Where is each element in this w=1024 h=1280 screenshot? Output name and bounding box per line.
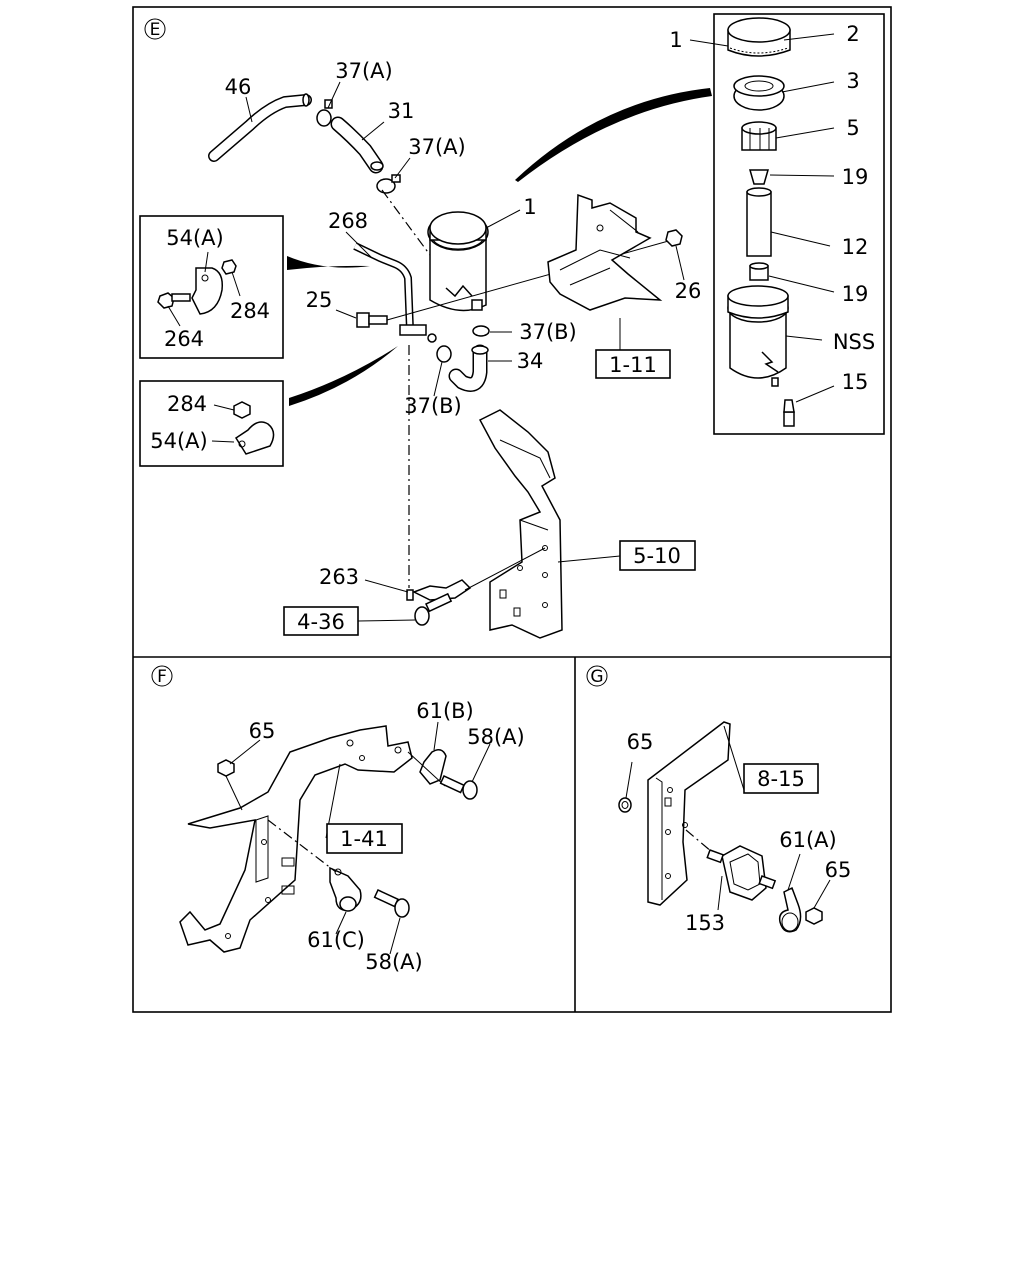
nut-26 xyxy=(665,229,683,247)
label-268: 268 xyxy=(328,209,368,233)
nut-65-g-left xyxy=(618,797,632,813)
label-263: 263 xyxy=(319,565,359,589)
label-61a: 61(A) xyxy=(779,828,836,852)
label-25: 25 xyxy=(306,288,333,312)
clip-61c xyxy=(329,866,362,912)
label-65-g-right: 65 xyxy=(825,858,852,882)
gasket-3 xyxy=(733,75,785,111)
section-e-marker: E xyxy=(144,18,166,40)
label-58a-top: 58(A) xyxy=(467,725,524,749)
exploded-label-19-upper: 19 xyxy=(842,165,869,189)
section-g: G xyxy=(586,665,852,935)
label-37a-top: 37(A) xyxy=(335,59,392,83)
exploded-label-2: 2 xyxy=(846,22,859,46)
bolt-58a-bottom xyxy=(373,889,410,918)
ref-1-41-text: 1-41 xyxy=(340,827,388,851)
plug-19-upper xyxy=(749,169,769,185)
clip-263 xyxy=(406,579,472,601)
bracket-1-11 xyxy=(547,193,663,311)
ref-box-1-11: 1-11 xyxy=(595,349,671,379)
nut-65-g-right xyxy=(805,907,823,925)
section-f-letter: F xyxy=(157,667,167,687)
exploded-label-1: 1 xyxy=(669,28,682,52)
ref-box-5-10: 5-10 xyxy=(619,540,696,571)
clip-61a xyxy=(778,886,802,933)
section-e: E xyxy=(139,13,885,639)
exploded-label-nss: NSS xyxy=(833,330,875,354)
inset-b-label-284: 284 xyxy=(167,392,207,416)
section-e-leaders xyxy=(245,81,685,622)
ref-5-10-text: 5-10 xyxy=(633,544,681,568)
inset-a-label-264: 264 xyxy=(164,327,204,351)
leader-swoosh-exploded xyxy=(515,88,712,182)
exploded-label-15: 15 xyxy=(842,370,869,394)
label-65-g-left: 65 xyxy=(627,730,654,754)
inset-a-label-284: 284 xyxy=(230,299,270,323)
exploded-label-5: 5 xyxy=(846,116,859,140)
mount-153 xyxy=(706,845,777,901)
label-58a-bottom: 58(A) xyxy=(365,950,422,974)
label-153: 153 xyxy=(685,911,725,935)
ref-4-36-text: 4-36 xyxy=(297,610,345,634)
label-61c: 61(C) xyxy=(307,928,365,952)
label-37a-mid: 37(A) xyxy=(408,135,465,159)
connector-15 xyxy=(783,399,795,427)
inset-a-label-54a: 54(A) xyxy=(166,226,223,250)
leader-swoosh-inset-b xyxy=(289,346,398,406)
exploded-label-12: 12 xyxy=(842,235,869,259)
section-f-marker: F xyxy=(151,665,173,687)
section-e-letter: E xyxy=(150,20,161,40)
exploded-view-reservoir: 1 2 3 5 19 12 19 NSS 15 xyxy=(669,13,885,435)
section-g-letter: G xyxy=(590,667,603,687)
section-f: F xyxy=(151,665,525,974)
label-37b-left: 37(B) xyxy=(404,394,462,418)
plug-19-lower xyxy=(749,262,769,281)
section-g-marker: G xyxy=(586,665,608,687)
exploded-label-19-lower: 19 xyxy=(842,282,869,306)
ref-box-1-41: 1-41 xyxy=(326,823,403,854)
pipe-268 xyxy=(353,242,437,343)
bracket-8-15 xyxy=(647,721,731,906)
inset-clip-b: 284 54(A) xyxy=(139,380,284,467)
seal-37b-right xyxy=(472,325,490,337)
inset-clip-a: 54(A) 284 264 xyxy=(139,215,284,359)
cap-2 xyxy=(727,17,791,57)
strainer-5 xyxy=(741,121,777,151)
tank-nss xyxy=(727,285,789,387)
label-46: 46 xyxy=(225,75,252,99)
leader-swoosh-inset-a xyxy=(287,256,370,270)
ref-1-11-text: 1-11 xyxy=(609,353,657,377)
bracket-5-10 xyxy=(478,409,563,639)
seal-37b-left xyxy=(436,345,452,363)
inset-b-label-54a: 54(A) xyxy=(150,429,207,453)
label-65-f: 65 xyxy=(249,719,276,743)
bolt-58a-top xyxy=(439,775,478,800)
ref-box-8-15: 8-15 xyxy=(743,763,819,794)
nut-65-f xyxy=(217,759,243,811)
hose-34 xyxy=(448,344,489,392)
label-61b: 61(B) xyxy=(416,699,474,723)
label-37b-right: 37(B) xyxy=(519,320,577,344)
label-1-tank: 1 xyxy=(523,195,536,219)
exploded-label-3: 3 xyxy=(846,69,859,93)
hose-46 xyxy=(208,93,312,162)
label-26: 26 xyxy=(675,279,702,303)
ref-8-15-text: 8-15 xyxy=(757,767,805,791)
ref-box-4-36: 4-36 xyxy=(283,606,359,636)
hose-31 xyxy=(330,116,384,174)
label-31: 31 xyxy=(388,99,415,123)
reservoir-tank xyxy=(427,211,489,312)
tube-12 xyxy=(746,187,772,257)
diagram-frames xyxy=(132,6,892,1013)
clamp-37a-mid xyxy=(376,174,401,194)
bolt-4-36 xyxy=(414,592,453,626)
clip-61b xyxy=(407,749,447,787)
label-34: 34 xyxy=(517,349,544,373)
bracket-1-41 xyxy=(179,725,413,953)
clamp-37a-top xyxy=(316,99,333,127)
